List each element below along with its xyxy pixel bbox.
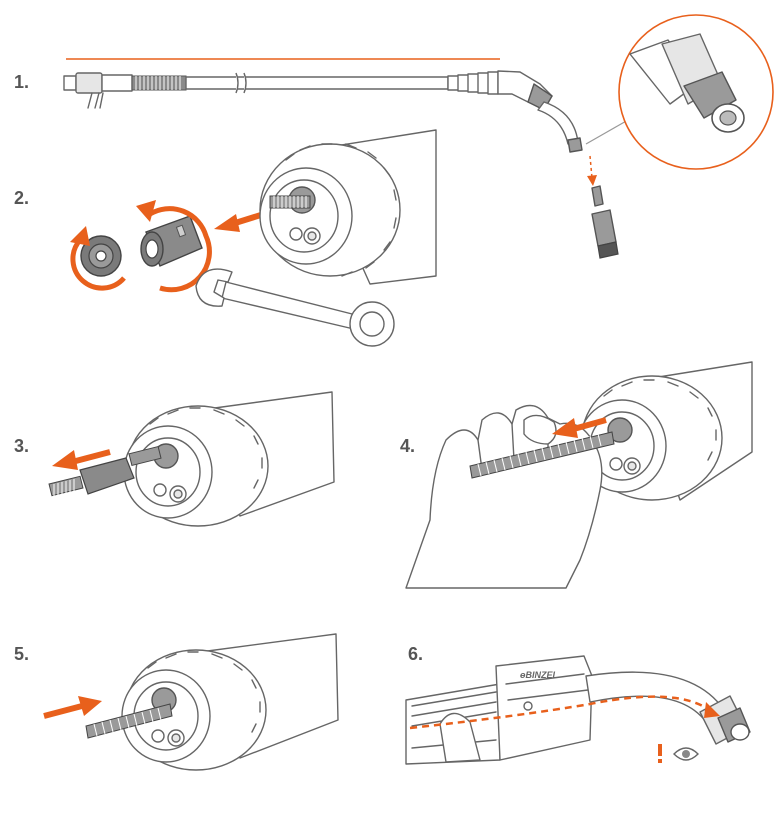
trigger bbox=[439, 712, 481, 763]
liner-being-removed bbox=[48, 445, 162, 497]
rotate-nut-arrow bbox=[70, 238, 126, 291]
rotate-nut-arrow-head-icon bbox=[70, 226, 90, 246]
swan-neck bbox=[537, 101, 579, 145]
connector-closeup-5 bbox=[85, 633, 339, 771]
thumb bbox=[523, 414, 557, 445]
euro-connector bbox=[63, 75, 77, 91]
cable-bellows bbox=[447, 71, 499, 95]
push-in-arrow-head-icon bbox=[78, 696, 102, 716]
liner-spring-4 bbox=[469, 431, 615, 479]
contact-tip-small bbox=[591, 185, 604, 207]
callout-pointer bbox=[585, 119, 629, 145]
wrench-icon bbox=[195, 268, 395, 347]
step-6: 6. ɵBINZEL bbox=[405, 644, 751, 765]
arrow-head-icon bbox=[587, 175, 597, 186]
grip-lines bbox=[411, 691, 497, 749]
nut-ridges-5 bbox=[147, 651, 261, 733]
liner-path-dashed bbox=[409, 695, 713, 730]
inspection-hint bbox=[658, 744, 699, 763]
liner-spring-2 bbox=[269, 195, 311, 209]
magnified-callout bbox=[618, 14, 774, 170]
step-1: 1. bbox=[14, 14, 774, 259]
pull-arrow-head-icon bbox=[214, 214, 240, 232]
dashed-arrow-down bbox=[589, 155, 593, 179]
tip-adapter bbox=[591, 209, 619, 259]
neck-end-opening bbox=[730, 723, 750, 741]
eye-icon bbox=[673, 747, 699, 761]
push-in-arrow bbox=[43, 703, 83, 719]
nut-ridges-3 bbox=[149, 407, 263, 489]
connector-closeup-3 bbox=[48, 391, 335, 527]
liner-sleeve bbox=[140, 215, 203, 267]
torch-overview bbox=[63, 70, 629, 259]
connector-collar bbox=[101, 74, 133, 92]
insert-arrow-4-head-icon bbox=[552, 418, 578, 438]
liner-path-arrow-head-icon bbox=[704, 702, 720, 718]
brand-logo-text: ɵBINZEL bbox=[520, 670, 558, 680]
exclamation-mark-icon bbox=[658, 744, 662, 756]
step-2: 2. bbox=[14, 129, 437, 347]
step-3: 3. bbox=[14, 391, 335, 527]
step-4-label: 4. bbox=[400, 436, 415, 456]
step-3-label: 3. bbox=[14, 436, 29, 456]
ribbed-sleeve bbox=[131, 75, 187, 91]
connector-body bbox=[75, 72, 103, 94]
step-5: 5. bbox=[14, 633, 339, 771]
nut-ridges-4 bbox=[603, 379, 717, 461]
nut-ridges-2 bbox=[285, 143, 397, 277]
hand-holding-liner bbox=[405, 404, 615, 589]
rotate-sleeve-arrow-head-icon bbox=[136, 200, 156, 222]
connector-closeup-2 bbox=[259, 129, 437, 285]
neck-tip bbox=[567, 137, 583, 153]
step-1-label: 1. bbox=[14, 72, 29, 92]
head-block-lines bbox=[505, 673, 589, 701]
connector-closeup-4 bbox=[577, 361, 753, 501]
step-4: 4. bbox=[400, 361, 753, 589]
step-2-label: 2. bbox=[14, 188, 29, 208]
head-screw bbox=[523, 701, 533, 711]
liner-sleeve-3 bbox=[79, 457, 135, 495]
cable-break-mark bbox=[235, 72, 247, 94]
cable bbox=[185, 76, 449, 90]
connector-legs bbox=[87, 92, 104, 109]
step-6-label: 6. bbox=[408, 644, 423, 664]
rotate-sleeve-arrow bbox=[148, 206, 212, 293]
pull-out-arrow bbox=[71, 449, 111, 465]
step-5-label: 5. bbox=[14, 644, 29, 664]
liner-hole-4 bbox=[607, 417, 633, 443]
liner-spring-5 bbox=[85, 703, 173, 739]
torch-handle-closeup: ɵBINZEL bbox=[405, 655, 751, 765]
liner-nut bbox=[80, 235, 122, 277]
pull-out-arrow-head-icon bbox=[52, 450, 78, 470]
